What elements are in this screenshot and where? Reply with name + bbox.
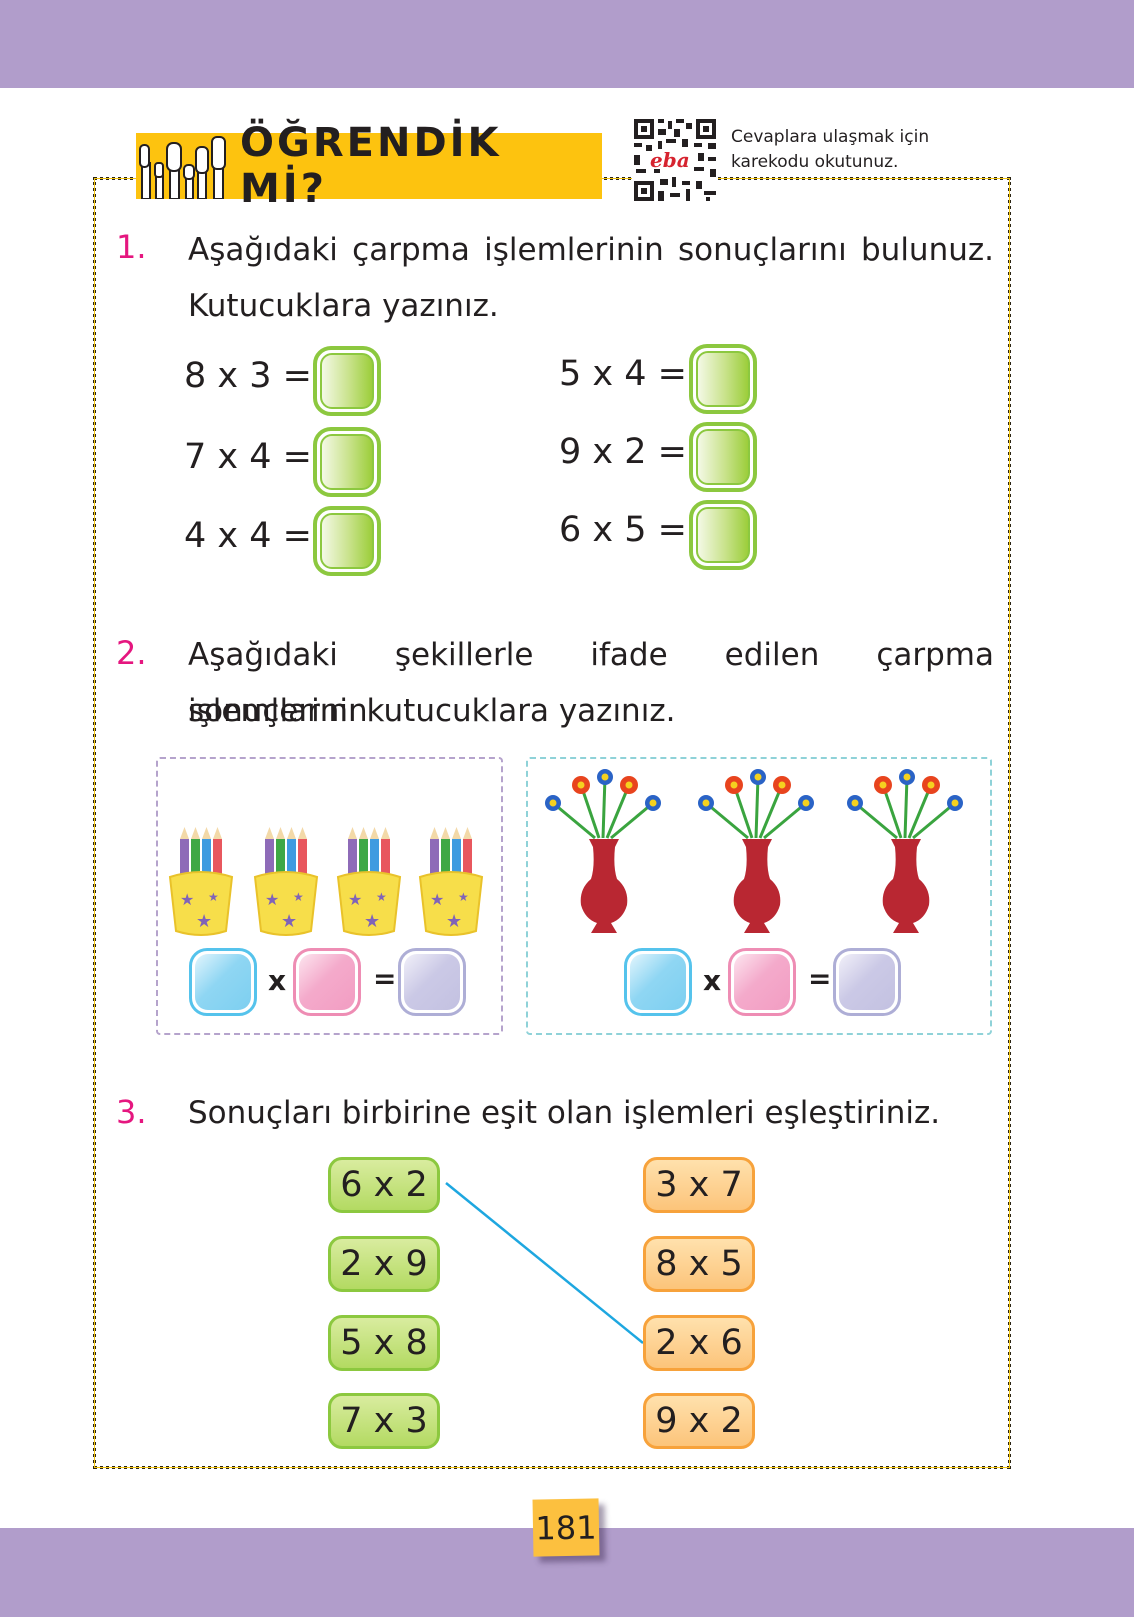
equation: 8 x 3 = xyxy=(184,356,312,396)
answer-box[interactable] xyxy=(689,344,757,414)
question-3-number: 3. xyxy=(116,1093,147,1131)
qr-instruction-line2: karekodu okutunuz. xyxy=(731,152,899,172)
equals-sign: = xyxy=(373,962,397,995)
question-1-text-line2: Kutucuklara yazınız. xyxy=(188,288,499,324)
match-item-left[interactable]: 6 x 2 xyxy=(328,1157,440,1213)
times-sign: x xyxy=(268,964,287,997)
question-2-text-line2: sonuçlarını kutucuklara yazınız. xyxy=(188,693,676,729)
match-item-left[interactable]: 5 x 8 xyxy=(328,1315,440,1371)
answer-box[interactable] xyxy=(313,427,381,497)
factor-box-blue[interactable] xyxy=(624,948,692,1016)
answer-box[interactable] xyxy=(689,422,757,492)
product-box-lavender[interactable] xyxy=(833,948,901,1016)
qr-instruction-line1: Cevaplara ulaşmak için xyxy=(731,127,930,147)
answer-box[interactable] xyxy=(689,500,757,570)
equals-sign: = xyxy=(808,962,832,995)
qr-instruction: Cevaplara ulaşmak için karekodu okutunuz… xyxy=(731,125,929,175)
page-number: 181 xyxy=(532,1498,600,1557)
times-sign: x xyxy=(703,964,722,997)
factor-box-pink[interactable] xyxy=(728,948,796,1016)
qr-code-icon[interactable]: eba xyxy=(632,117,718,203)
question-2-number: 2. xyxy=(116,634,147,672)
equation: 4 x 4 = xyxy=(184,516,312,556)
question-2-text-line1: Aşağıdaki şekillerle ifade edilen çarpma… xyxy=(188,637,994,729)
flower-vases-illustration xyxy=(543,767,965,935)
factor-box-blue[interactable] xyxy=(189,948,257,1016)
equation: 7 x 4 = xyxy=(184,437,312,477)
equation: 6 x 5 = xyxy=(559,510,687,550)
flower-vases-panel: x = xyxy=(526,757,992,1035)
match-item-right[interactable]: 2 x 6 xyxy=(643,1315,755,1371)
factor-box-pink[interactable] xyxy=(293,948,361,1016)
top-band xyxy=(0,0,1134,88)
question-3-text: Sonuçları birbirine eşit olan işlemleri … xyxy=(188,1095,941,1131)
match-item-right[interactable]: 8 x 5 xyxy=(643,1236,755,1292)
question-1-number: 1. xyxy=(116,228,147,266)
match-item-left[interactable]: 7 x 3 xyxy=(328,1393,440,1449)
eba-logo: eba xyxy=(648,148,692,172)
equation: 9 x 2 = xyxy=(559,432,687,472)
answer-box[interactable] xyxy=(313,506,381,576)
match-item-right[interactable]: 9 x 2 xyxy=(643,1393,755,1449)
match-item-left[interactable]: 2 x 9 xyxy=(328,1236,440,1292)
product-box-lavender[interactable] xyxy=(398,948,466,1016)
question-1-text-line1: Aşağıdaki çarpma işlemlerinin sonuçların… xyxy=(188,232,994,268)
answer-box[interactable] xyxy=(313,346,381,416)
raised-hands-icon xyxy=(136,133,232,200)
match-item-right[interactable]: 3 x 7 xyxy=(643,1157,755,1213)
equation: 5 x 4 = xyxy=(559,354,687,394)
section-title: ÖĞRENDİK Mİ? xyxy=(240,120,502,212)
pencil-cups-panel: ★ ★ ★ x = xyxy=(156,757,503,1035)
title-banner: ÖĞRENDİK Mİ? xyxy=(136,120,602,212)
